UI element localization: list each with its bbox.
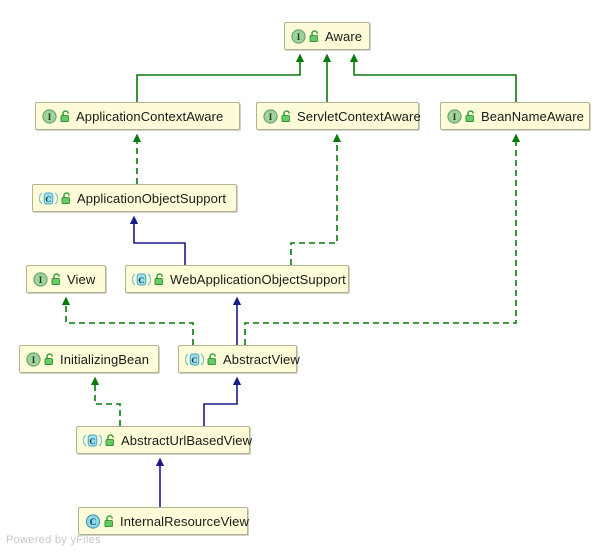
edge-beannameaware-to-aware bbox=[349, 53, 517, 102]
node-abstract-url-based-view[interactable]: C AbstractUrlBasedView bbox=[76, 426, 253, 454]
svg-text:I: I bbox=[453, 112, 457, 122]
node-aware[interactable]: I Aware bbox=[284, 22, 370, 50]
lock-icon bbox=[105, 433, 114, 446]
edge-abstracturlview-to-abstractview bbox=[203, 376, 242, 426]
edge-webappobjsupport-to-appobjsupport bbox=[129, 215, 186, 265]
edge-abstractview-to-beannameaware bbox=[244, 133, 521, 345]
lock-icon bbox=[465, 109, 474, 122]
node-bean-name-aware[interactable]: I BeanNameAware bbox=[440, 102, 590, 130]
node-icon-group: I bbox=[291, 28, 320, 44]
lock-icon bbox=[207, 352, 216, 365]
svg-text:C: C bbox=[191, 355, 197, 365]
svg-text:C: C bbox=[45, 194, 51, 204]
class-icon: C bbox=[185, 352, 204, 366]
node-initializing-bean[interactable]: I InitializingBean bbox=[19, 345, 159, 373]
node-label: AbstractView bbox=[223, 351, 300, 367]
lock-icon bbox=[104, 514, 113, 527]
class-icon: C bbox=[85, 513, 101, 529]
svg-text:C: C bbox=[138, 275, 144, 285]
svg-text:I: I bbox=[32, 355, 36, 365]
svg-text:C: C bbox=[89, 436, 95, 446]
lock-icon bbox=[51, 272, 60, 285]
node-label: ApplicationContextAware bbox=[76, 108, 224, 124]
svg-text:I: I bbox=[269, 112, 273, 122]
edge-abstractview-to-view bbox=[61, 296, 194, 345]
lock-icon bbox=[309, 29, 318, 42]
node-icon-group: C bbox=[39, 191, 72, 206]
node-internal-resource-view[interactable]: C InternalResourceView bbox=[78, 507, 249, 535]
node-icon-group: I bbox=[263, 108, 292, 124]
class-icon: C bbox=[39, 191, 58, 205]
node-icon-group: I bbox=[33, 271, 62, 287]
svg-text:I: I bbox=[297, 32, 301, 42]
lock-icon bbox=[60, 109, 69, 122]
lock-icon bbox=[154, 272, 163, 285]
node-label: WebApplicationObjectSupport bbox=[170, 271, 346, 287]
node-label: AbstractUrlBasedView bbox=[121, 432, 253, 448]
node-icon-group: C bbox=[83, 433, 116, 448]
node-label: Aware bbox=[325, 28, 363, 44]
interface-icon: I bbox=[33, 271, 48, 287]
node-icon-group: I bbox=[26, 351, 55, 367]
svg-text:I: I bbox=[48, 112, 52, 122]
node-label: InternalResourceView bbox=[120, 513, 249, 529]
watermark: Powered by yFiles bbox=[6, 534, 101, 546]
svg-text:I: I bbox=[39, 275, 43, 285]
node-view[interactable]: I View bbox=[26, 265, 106, 293]
interface-icon: I bbox=[26, 351, 41, 367]
node-icon-group: I bbox=[42, 108, 71, 124]
edge-appctxaware-to-aware bbox=[136, 53, 305, 102]
lock-icon bbox=[281, 109, 290, 122]
node-label: ApplicationObjectSupport bbox=[77, 190, 227, 206]
node-label: View bbox=[67, 271, 96, 287]
node-icon-group: C bbox=[185, 352, 218, 367]
edge-webappobjsupport-to-servletctxaware bbox=[290, 133, 342, 265]
node-application-context-aware[interactable]: I ApplicationContextAware bbox=[35, 102, 240, 130]
node-label: ServletContextAware bbox=[297, 108, 421, 124]
node-servlet-context-aware[interactable]: I ServletContextAware bbox=[256, 102, 421, 130]
node-web-application-object-support[interactable]: C WebApplicationObjectSupport bbox=[125, 265, 349, 293]
edge-abstracturlview-to-initializingbean bbox=[90, 376, 121, 426]
interface-icon: I bbox=[42, 108, 57, 124]
node-label: BeanNameAware bbox=[481, 108, 584, 124]
class-icon: C bbox=[132, 272, 151, 286]
interface-icon: I bbox=[291, 28, 306, 44]
class-icon: C bbox=[83, 433, 102, 447]
interface-icon: I bbox=[447, 108, 462, 124]
node-abstract-view[interactable]: C AbstractView bbox=[178, 345, 300, 373]
lock-icon bbox=[44, 352, 53, 365]
node-label: InitializingBean bbox=[60, 351, 150, 367]
node-icon-group: C bbox=[132, 272, 165, 287]
node-application-object-support[interactable]: C ApplicationObjectSupport bbox=[32, 184, 237, 212]
svg-text:C: C bbox=[90, 517, 97, 527]
node-icon-group: I bbox=[447, 108, 476, 124]
node-icon-group: C bbox=[85, 513, 115, 529]
interface-icon: I bbox=[263, 108, 278, 124]
lock-icon bbox=[61, 191, 70, 204]
